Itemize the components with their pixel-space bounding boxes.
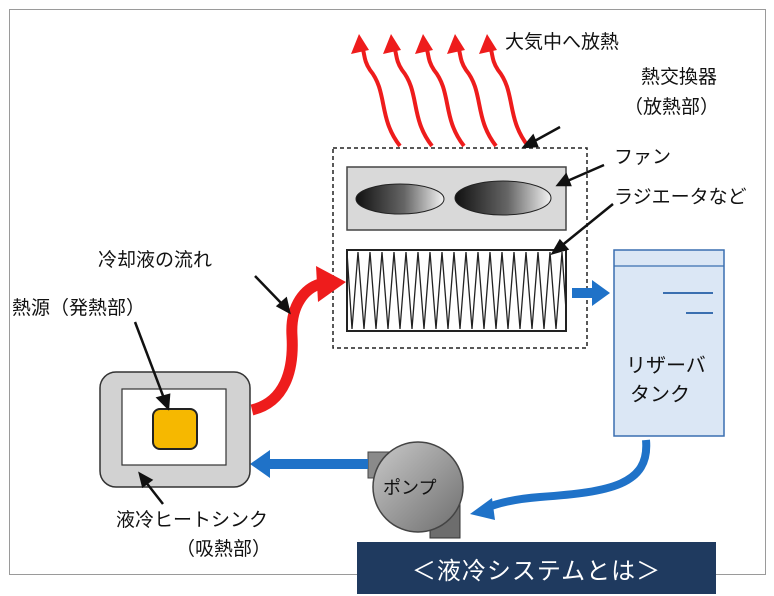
arrowhead-icon (447, 34, 465, 54)
flow-arrow-to-tank (572, 280, 610, 306)
arrowhead-icon (415, 34, 433, 54)
flow-arrow-to-pump (484, 439, 651, 512)
radiator-label: ラジエータなど (614, 186, 747, 208)
fan-label: ファン (614, 146, 671, 168)
reservoir-label-line2: タンク (630, 382, 690, 406)
radiator-fins (346, 251, 567, 330)
heat-exchanger-label-line2: （放熱部） (624, 96, 719, 118)
heat-sink-label-line1: 液冷ヒートシンク (116, 509, 268, 531)
heat-release-label: 大気中へ放熱 (505, 31, 619, 53)
coolant-flow-label: 冷却液の流れ (98, 249, 212, 271)
flow-arrow-to-heat-sink (250, 450, 368, 478)
heat-release-arrow (454, 42, 498, 148)
heat-source-label: 熱源（発熱部） (12, 297, 145, 319)
caption-banner: ＜液冷システムとは＞ (357, 542, 716, 594)
heat-release-arrowheads (351, 34, 497, 54)
fan-blade-right (454, 180, 552, 216)
pump (367, 441, 464, 539)
fan-blade-left (355, 183, 445, 215)
arrowhead-icon (351, 34, 369, 54)
heat-source-chip (152, 408, 198, 450)
arrowhead-icon (479, 34, 497, 54)
liquid-heat-sink (99, 371, 251, 488)
heat-release-arrow (486, 42, 530, 148)
heat-release-arrow (358, 42, 402, 148)
reservoir-tank (613, 249, 725, 437)
pump-label: ポンプ (383, 478, 436, 499)
heat-sink-label-line2: （吸熱部） (176, 538, 271, 560)
heat-exchanger-label-line1: 熱交換器 (641, 66, 717, 88)
heat-release-arrow (422, 42, 466, 148)
heat-exchanger-outline (332, 147, 588, 349)
arrowhead-icon (383, 34, 401, 54)
reservoir-label-line1: リザーバ (626, 353, 706, 377)
leader-lines (133, 125, 614, 505)
arrowhead-icon (470, 498, 495, 520)
coolant-flow-arrow (250, 278, 322, 416)
heat-release-arrow (390, 42, 434, 148)
arrowhead-icon (316, 266, 346, 302)
heat-release-arrows (358, 42, 530, 148)
